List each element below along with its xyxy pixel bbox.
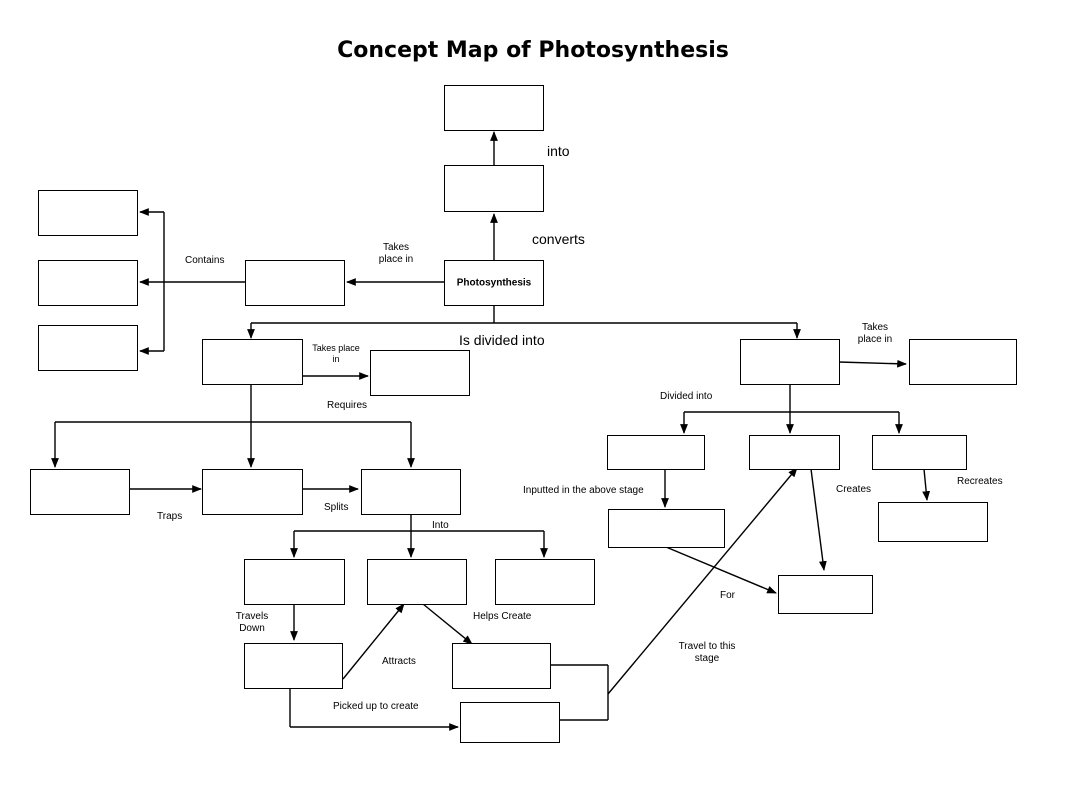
label-into-top: into	[547, 143, 570, 159]
node-stage-left[interactable]	[202, 339, 303, 385]
node-step-1[interactable]	[607, 435, 705, 470]
label-recreates: Recreates	[957, 476, 1003, 487]
node-stage-right[interactable]	[740, 339, 840, 385]
label-travels-down: Travels Down	[235, 611, 269, 634]
label-divided-into: Divided into	[660, 391, 713, 402]
label-takes-place-in-right: Takes place in	[857, 322, 893, 345]
photosynthesis-label: Photosynthesis	[456, 277, 532, 289]
node-stage-right-location[interactable]	[909, 339, 1017, 385]
node-stage-left-location[interactable]	[370, 350, 470, 396]
label-requires: Requires	[327, 400, 368, 411]
node-split-product-3[interactable]	[495, 559, 595, 605]
node-electron-chain[interactable]	[244, 643, 343, 689]
label-picked-up-to-create: Picked up to create	[333, 701, 419, 712]
label-inputted-above: Inputted in the above stage	[523, 485, 644, 496]
label-creates: Creates	[836, 484, 872, 495]
label-takes-place-in-left: Takes place in	[378, 242, 414, 265]
node-requirement-2[interactable]	[202, 469, 303, 515]
node-step-3[interactable]	[872, 435, 967, 470]
node-helps-create-product[interactable]	[452, 643, 551, 689]
label-converts: converts	[532, 231, 585, 247]
node-photosynthesis[interactable]: Photosynthesis	[444, 260, 544, 306]
node-step-2[interactable]	[749, 435, 840, 470]
node-requirement-3[interactable]	[361, 469, 461, 515]
node-contained-3[interactable]	[38, 325, 138, 371]
label-for: For	[720, 590, 735, 601]
label-into-lower: Into	[432, 520, 449, 531]
page-title: Concept Map of Photosynthesis	[337, 38, 729, 63]
node-location[interactable]	[245, 260, 345, 306]
node-requirement-1[interactable]	[30, 469, 130, 515]
node-picked-up-product[interactable]	[460, 702, 560, 743]
label-is-divided-into: Is divided into	[459, 332, 545, 348]
label-travel-to-this-stage: Travel to this stage	[678, 641, 736, 664]
node-split-product-1[interactable]	[244, 559, 345, 605]
label-traps: Traps	[157, 511, 183, 522]
label-attracts: Attracts	[382, 656, 416, 667]
node-converted-energy[interactable]	[444, 165, 544, 212]
node-input-stage[interactable]	[608, 509, 725, 548]
node-split-product-2[interactable]	[367, 559, 467, 605]
label-helps-create: Helps Create	[473, 611, 532, 622]
node-recreated-product[interactable]	[878, 502, 988, 542]
label-splits: Splits	[324, 502, 349, 513]
node-created-product[interactable]	[778, 575, 873, 614]
label-takes-place-in-small: Takes place in	[312, 343, 360, 364]
node-top-product[interactable]	[444, 85, 544, 131]
node-contained-2[interactable]	[38, 260, 138, 306]
label-contains: Contains	[185, 255, 225, 266]
node-contained-1[interactable]	[38, 190, 138, 236]
